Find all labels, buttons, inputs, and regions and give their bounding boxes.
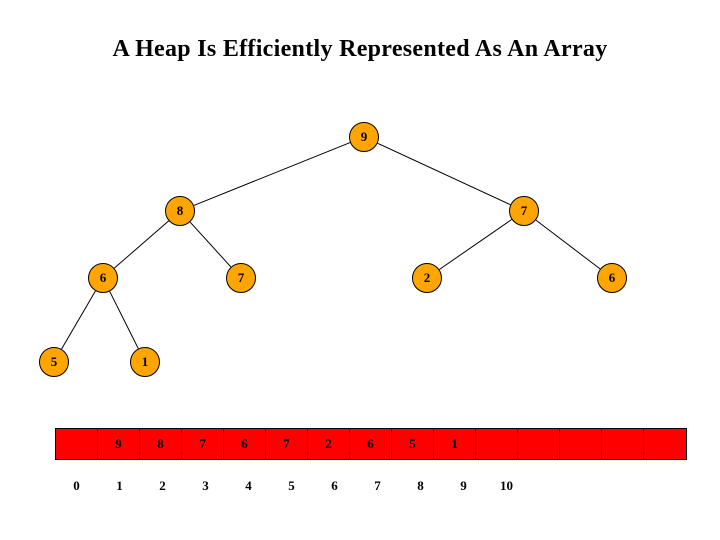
array-index-label: 0 [73,478,80,493]
array-index-label: 4 [245,478,252,493]
array-cell: 2 [308,429,350,459]
tree-edge [193,142,351,206]
array-index-label: 10 [500,478,513,493]
tree-edge [189,221,232,268]
array-cell: 9 [98,429,140,459]
tree-node: 2 [412,263,442,293]
array-cell [518,429,560,459]
array-cell: 6 [224,429,266,459]
tree-node: 9 [349,122,379,152]
array-index-label: 9 [460,478,467,493]
array-cell [476,429,518,459]
array-index-label: 7 [374,478,381,493]
tree-node: 7 [509,196,539,226]
array-index-label: 8 [417,478,424,493]
array-cell [644,429,686,459]
array-cell: 1 [434,429,476,459]
array-index-label: 2 [159,478,166,493]
array-cell: 7 [266,429,308,459]
array-cell: 6 [350,429,392,459]
page-title: A Heap Is Efficiently Represented As An … [112,36,608,62]
tree-node: 1 [130,347,160,377]
array-cell [56,429,98,459]
tree-edge [113,220,170,269]
tree-node: 7 [226,263,256,293]
tree-edge [109,291,139,349]
tree-node: 6 [597,263,627,293]
tree-edge [61,290,96,350]
tree-edge [535,219,601,270]
array-index-labels: 0 1 2 3 4 5 6 7 8 9 10 [55,478,528,494]
array-cell: 8 [140,429,182,459]
tree-edge [377,142,511,206]
array-index-label: 5 [288,478,295,493]
tree-node: 8 [165,196,195,226]
array-index-label: 6 [331,478,338,493]
array-cell: 5 [392,429,434,459]
array-cell: 7 [182,429,224,459]
array-index-label: 3 [202,478,209,493]
tree-node: 6 [88,263,118,293]
tree-node: 5 [39,347,69,377]
tree-edge [439,219,512,270]
array-index-label: 1 [116,478,123,493]
array-cell [602,429,644,459]
array-cell [560,429,602,459]
